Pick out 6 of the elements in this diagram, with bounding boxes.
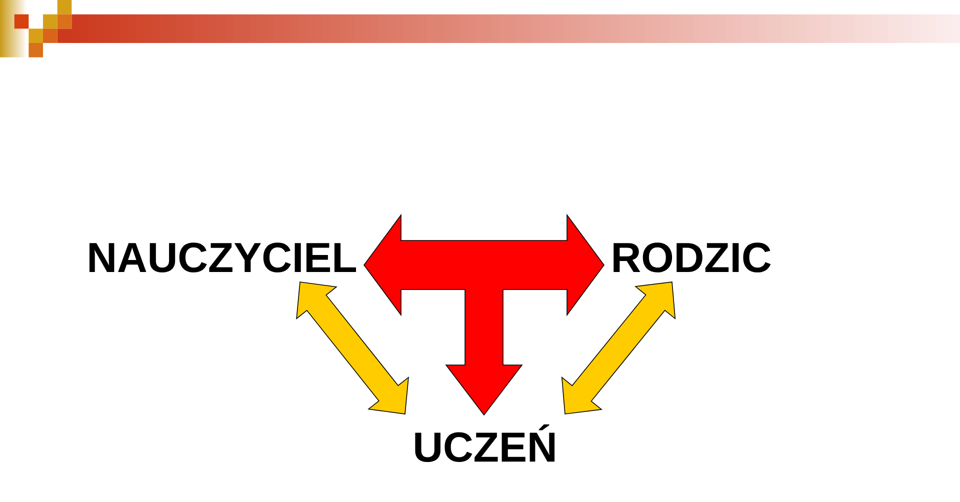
double-arrow <box>561 282 676 414</box>
double-arrow <box>296 282 409 414</box>
role-label: UCZEŃ <box>415 424 554 462</box>
role-label: NAUCZYCIEL <box>90 242 356 272</box>
t-shaped-arrow <box>364 214 604 416</box>
role-label: RODZIC <box>614 242 771 272</box>
